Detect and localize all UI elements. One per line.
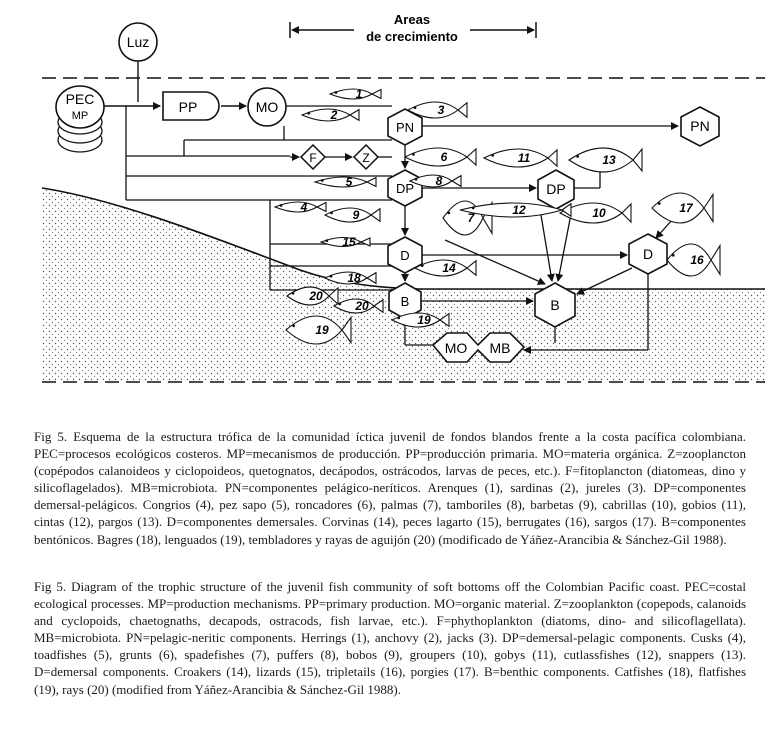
pn-right-label: PN: [690, 118, 709, 134]
fish-13: 13: [568, 147, 643, 173]
mp-label: MP: [72, 110, 89, 122]
fish-21: 20: [332, 298, 384, 314]
fish-5: 5: [313, 175, 377, 189]
fish-12: 12: [459, 202, 572, 218]
pp-node: PP: [162, 91, 220, 121]
pn-left-label: PN: [396, 120, 414, 135]
dp-right-label: DP: [546, 181, 565, 197]
fish-number-label: 3: [438, 103, 445, 117]
fish-number-label: 20: [354, 299, 369, 313]
b-center-label: B: [550, 297, 559, 313]
mo-bottom-label: MO: [445, 340, 468, 356]
fish-number-label: 10: [592, 206, 606, 220]
fish-number-label: 6: [441, 150, 448, 164]
mo-mb-node: MO MB: [431, 332, 526, 363]
fish-number-label: 9: [353, 208, 360, 222]
fish-number-label: 4: [300, 200, 308, 214]
fish-6: 6: [403, 147, 477, 167]
fish-4: 4: [273, 200, 327, 214]
fish-8: 8: [408, 174, 462, 188]
fish-number-label: 13: [602, 153, 616, 167]
fish-16: 16: [666, 243, 721, 277]
fish-number-label: 15: [342, 235, 356, 249]
fish-number-label: 18: [347, 271, 361, 285]
d-right-node: D: [628, 233, 668, 275]
pec-mp-stack: PEC MP: [55, 85, 105, 153]
fish-number-label: 12: [512, 203, 526, 217]
fish-3: 3: [406, 101, 468, 119]
f-label: F: [309, 151, 316, 165]
luz-node: Luz: [118, 22, 158, 62]
fish-number-label: 8: [436, 174, 443, 188]
fish-14: 14: [413, 259, 477, 277]
fish-number-label: 17: [679, 201, 694, 215]
luz-label: Luz: [127, 34, 150, 50]
mb-label: MB: [490, 340, 511, 356]
seafloor-line: [41, 187, 765, 290]
d-left-label: D: [400, 248, 409, 263]
fish-10: 10: [558, 202, 632, 224]
trophic-structure-diagram: Areas de crecimiento Luz PEC MP PP MO: [41, 12, 765, 383]
areas-line1: Areas: [394, 12, 430, 27]
fish-15: 15: [319, 235, 371, 249]
areas-line2: de crecimiento: [366, 29, 458, 44]
soft-bottom-sediment: [42, 188, 765, 382]
mo-node: MO: [247, 87, 287, 127]
fish-number-label: 11: [518, 151, 531, 165]
caption-spanish: Fig 5. Esquema de la estructura trófica …: [34, 429, 746, 547]
fish-9: 9: [323, 207, 381, 223]
dp-left-label: DP: [396, 181, 414, 196]
fish-number-label: 16: [690, 253, 704, 267]
dp-left-node: DP: [387, 169, 423, 207]
fish-number-label: 19: [417, 313, 431, 327]
pp-label: PP: [179, 99, 198, 115]
z-label: Z: [362, 151, 369, 165]
fish-20: 20: [286, 286, 339, 306]
fish-number-label: 5: [346, 175, 353, 189]
fish-number-label: 19: [315, 323, 329, 337]
fish-17: 17: [651, 192, 714, 224]
fish-number-label: 1: [356, 87, 363, 101]
fish-number-label: 20: [308, 289, 323, 303]
fish-number-label: 2: [330, 108, 338, 122]
b-left-label: B: [401, 294, 410, 309]
mo-label: MO: [256, 99, 279, 115]
pec-label: PEC: [66, 91, 95, 107]
fish-11: 11: [482, 148, 558, 168]
fish-18: 18: [323, 271, 377, 285]
fish-22: 19: [390, 312, 450, 328]
f-node: F: [299, 143, 327, 171]
fish-1: 1: [328, 87, 382, 101]
fish-number-label: 7: [468, 211, 476, 225]
dp-right-node: DP: [537, 169, 575, 210]
fish-19: 19: [285, 315, 352, 345]
caption-english: Fig 5. Diagram of the trophic structure …: [34, 579, 746, 697]
fish-number-label: 14: [442, 261, 456, 275]
pn-right-node: PN: [680, 106, 720, 147]
areas-header: Areas de crecimiento: [289, 12, 537, 44]
z-node: Z: [352, 143, 380, 171]
d-right-label: D: [643, 246, 653, 262]
fish-2: 2: [300, 108, 360, 122]
